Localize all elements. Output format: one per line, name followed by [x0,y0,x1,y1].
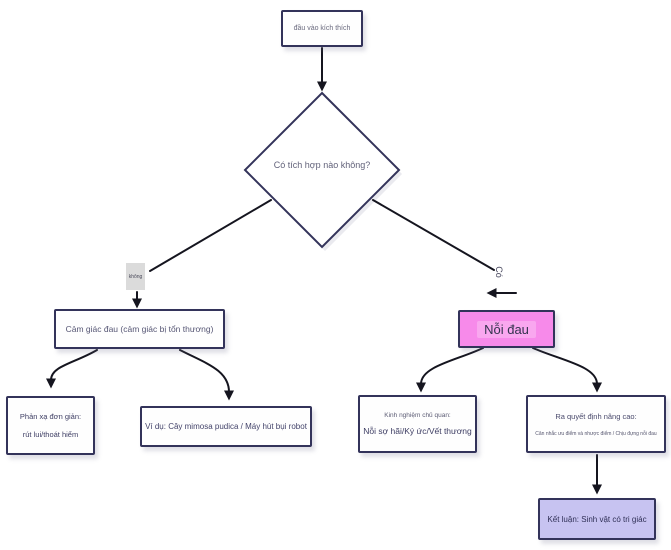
advanced-decision-line2: Cân nhắc ưu điểm và nhược điểm / Chịu đự… [535,430,657,437]
connector-pain-advdecision [532,347,602,393]
nociception-node[interactable]: Cảm giác đau (cảm giác bị tổn thương) [54,309,225,349]
subjective-experience-node[interactable]: Kinh nghiệm chủ quan: Nỗi sợ hãi/Ký ức/V… [358,395,477,453]
stimulus-input-node[interactable]: đầu vào kích thích [281,10,363,47]
experience-line2: Nỗi sợ hãi/Ký ức/Vết thương [363,426,472,436]
edge-label-yes: Có [493,266,504,278]
example-label: Ví dụ: Cây mimosa pudica / Máy hút bụi r… [145,422,307,431]
connector-nociception-reflex [46,349,98,389]
simple-reflex-node[interactable]: Phản xạ đơn giản: rút lui/thoát hiểm [6,396,95,455]
example-node[interactable]: Ví dụ: Cây mimosa pudica / Máy hút bụi r… [140,406,312,447]
decision-diamond-node[interactable] [243,91,402,251]
experience-line1: Kinh nghiệm chủ quan: [384,412,451,419]
nociception-label: Cảm giác đau (cảm giác bị tổn thương) [65,324,214,334]
advanced-decision-node[interactable]: Ra quyết định nâng cao: Cân nhắc ưu điểm… [526,395,666,453]
connector-decision-yes [372,199,495,271]
decision-question-label: Có tích hợp nào không? [273,160,371,170]
connector-decision-no [149,199,272,272]
stimulus-input-label: đầu vào kích thích [293,25,351,32]
conclusion-node[interactable]: Kết luận: Sinh vật có tri giác [538,498,656,540]
reflex-line1: Phản xạ đơn giản: [19,412,82,421]
pain-label: Nỗi đau [477,320,536,338]
conclusion-label: Kết luận: Sinh vật có tri giác [547,514,647,524]
pain-node[interactable]: Nỗi đau [458,310,555,348]
edge-label-no: không [126,263,145,290]
reflex-line2: rút lui/thoát hiểm [22,430,79,439]
connector-nociception-example [179,349,234,401]
advanced-decision-line1: Ra quyết định nâng cao: [555,411,637,421]
connector-pain-experience [416,347,484,393]
